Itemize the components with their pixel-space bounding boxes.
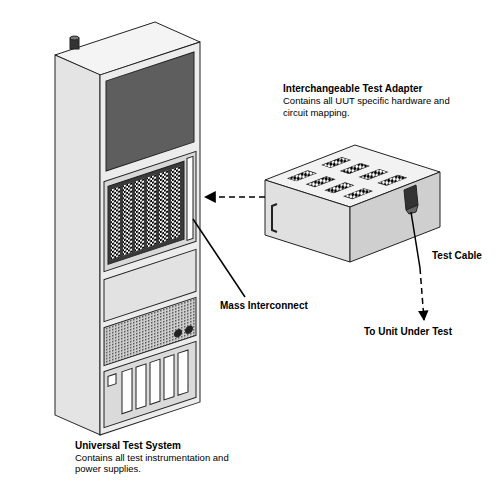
- node-description: Contains all UUT specific hardware and c…: [283, 95, 465, 118]
- text-block: Universal Test SystemContains all test i…: [75, 440, 250, 475]
- rack-node: Universal Test SystemContains all test i…: [55, 25, 205, 435]
- part-label: Test Cable: [430, 250, 484, 262]
- rack-cabinet: [55, 22, 200, 435]
- adapter-node: Interchangeable Test AdapterContains all…: [265, 140, 440, 262]
- part-label: To Unit Under Test: [362, 326, 454, 338]
- test-cable: [411, 212, 424, 320]
- node-description: Contains all test instrumentation and po…: [75, 452, 250, 475]
- leader-line: [193, 219, 245, 297]
- text-block: Interchangeable Test AdapterContains all…: [283, 83, 465, 118]
- node-heading: Interchangeable Test Adapter: [283, 83, 465, 95]
- test-adapter: [265, 145, 440, 262]
- node-heading: Universal Test System: [75, 440, 250, 452]
- part-label: Mass Interconnect: [218, 300, 310, 312]
- dashed-arrow: [205, 196, 265, 198]
